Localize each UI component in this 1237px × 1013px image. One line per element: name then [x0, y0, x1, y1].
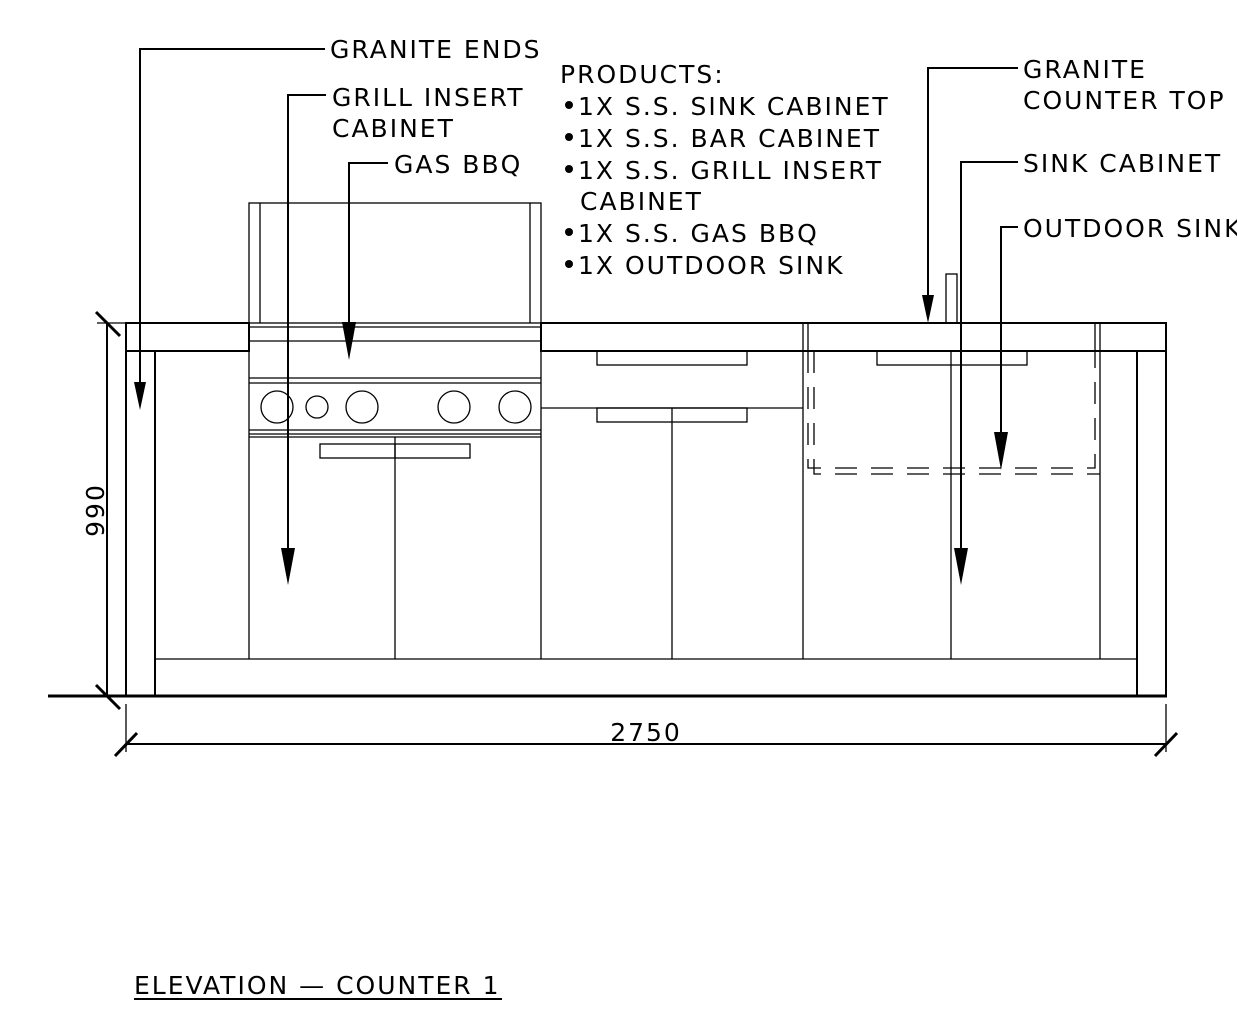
bbq-knob [260, 390, 294, 424]
counter-slab-left [125, 322, 250, 352]
counter-slab-right [540, 322, 1167, 352]
leader-granite-counter [922, 67, 1018, 323]
bullet [565, 165, 573, 173]
label-gas-bbq: GAS BBQ [394, 150, 522, 179]
label-grill-insert-line1: GRILL INSERT [332, 83, 524, 112]
dimension-height [94, 310, 126, 711]
product-item-continued: CABINET [580, 187, 703, 216]
leader-sink-cabinet [954, 161, 1018, 585]
dimension-width-label: 2750 [610, 718, 682, 747]
leader-granite-ends [134, 48, 325, 410]
product-item: 1X OUTDOOR SINK [578, 251, 845, 280]
label-granite-counter-line1: GRANITE [1023, 55, 1147, 84]
product-item: 1X S.S. BAR CABINET [578, 124, 881, 153]
product-item: 1X S.S. SINK CABINET [578, 92, 890, 121]
gas-bbq [248, 202, 542, 435]
label-granite-counter-line2: COUNTER TOP [1023, 86, 1226, 115]
bar-cabinet [541, 323, 804, 659]
faucet [945, 273, 958, 324]
grill-insert-cabinet [248, 323, 542, 659]
sink-cabinet [876, 323, 1101, 659]
label-granite-ends: GRANITE ENDS [330, 35, 542, 64]
outdoor-sink [807, 273, 1100, 475]
dimension-width [113, 704, 1179, 758]
product-item: 1X S.S. GAS BBQ [578, 219, 819, 248]
granite-end-right [1136, 350, 1167, 697]
leader-grill-insert [281, 94, 326, 585]
label-grill-insert-line2: CABINET [332, 114, 455, 143]
bbq-igniter [305, 395, 329, 419]
bullet [565, 228, 573, 236]
leader-outdoor-sink [994, 226, 1018, 470]
bullet [565, 260, 573, 268]
dimension-height-label: 990 [81, 483, 110, 537]
product-item: 1X S.S. GRILL INSERT [578, 156, 883, 185]
label-sink-cabinet: SINK CABINET [1023, 149, 1222, 178]
bullet [565, 133, 573, 141]
label-outdoor-sink: OUTDOOR SINK [1023, 214, 1237, 243]
products-heading: PRODUCTS: [560, 60, 725, 89]
bbq-knob [437, 390, 471, 424]
leader-gas-bbq [342, 162, 388, 360]
bbq-knob [498, 390, 532, 424]
bullet [565, 101, 573, 109]
drawing-title: ELEVATION — COUNTER 1 [134, 971, 501, 1000]
bbq-knob [345, 390, 379, 424]
